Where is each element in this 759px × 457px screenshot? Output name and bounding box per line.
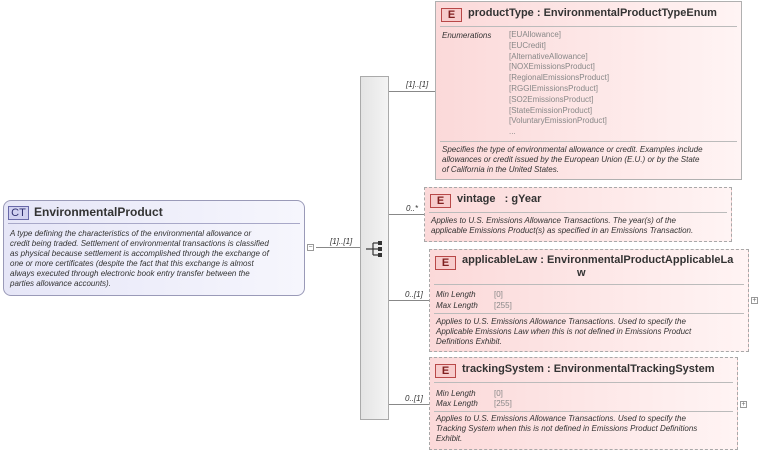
trackingsystem-cardinality: 0..[1] xyxy=(405,394,423,403)
complex-type-badge: CT xyxy=(8,206,29,220)
applicablelaw-cardinality: 0..[1] xyxy=(405,290,423,299)
max-length-label: Max Length xyxy=(436,301,478,310)
divider xyxy=(434,411,733,412)
enumerations-label: Enumerations xyxy=(442,31,492,40)
min-length-label: Min Length xyxy=(436,290,476,299)
plus-icon[interactable]: + xyxy=(740,401,747,408)
element-documentation: Applies to U.S. Emissions Allowance Tran… xyxy=(436,317,692,346)
connector-seq-to-producttype xyxy=(389,91,435,92)
divider xyxy=(8,223,300,224)
element-title: vintage : gYear xyxy=(457,193,542,205)
element-title: trackingSystem : EnvironmentalTrackingSy… xyxy=(462,363,715,375)
divider xyxy=(434,284,744,285)
connector-seq-to-applicablelaw xyxy=(389,300,429,301)
divider xyxy=(429,212,727,213)
divider xyxy=(434,382,733,383)
element-applicablelaw[interactable]: E applicableLaw : EnvironmentalProductAp… xyxy=(429,249,749,352)
element-badge: E xyxy=(430,194,451,208)
element-badge: E xyxy=(435,256,456,270)
complex-type-cardinality: [1]..[1] xyxy=(330,237,353,246)
complex-type-name: EnvironmentalProduct xyxy=(34,205,163,219)
complex-type-box[interactable]: CT EnvironmentalProduct A type defining … xyxy=(3,200,305,296)
element-trackingsystem[interactable]: E trackingSystem : EnvironmentalTracking… xyxy=(429,357,738,450)
max-length-value: [255] xyxy=(494,301,512,310)
divider xyxy=(440,141,737,142)
connector-seq-to-trackingsystem xyxy=(389,404,429,405)
element-title-line1: applicableLaw : EnvironmentalProductAppl… xyxy=(462,254,734,266)
sequence-compositor[interactable] xyxy=(360,76,389,420)
complex-type-documentation: A type defining the characteristics of t… xyxy=(10,229,269,288)
plus-icon[interactable]: + xyxy=(751,297,758,304)
min-length-value: [0] xyxy=(494,389,503,398)
min-length-value: [0] xyxy=(494,290,503,299)
enumeration-list: [EUAllowance] [EUCredit] [AlternativeAll… xyxy=(509,30,610,137)
connector-ct-to-seq xyxy=(316,247,360,248)
element-vintage[interactable]: E vintage : gYear Applies to U.S. Emissi… xyxy=(424,187,732,242)
element-producttype[interactable]: E productType : EnvironmentalProductType… xyxy=(435,1,742,180)
element-badge: E xyxy=(441,8,462,22)
divider xyxy=(434,313,744,314)
element-badge: E xyxy=(435,364,456,378)
sequence-compositor-icon xyxy=(366,241,382,257)
connector-seq-to-vintage xyxy=(389,214,424,215)
element-documentation: Specifies the type of environmental allo… xyxy=(442,145,703,174)
producttype-cardinality: [1]..[1] xyxy=(406,80,429,89)
element-documentation: Applies to U.S. Emissions Allowance Tran… xyxy=(436,414,698,443)
minus-icon[interactable]: − xyxy=(307,244,314,251)
max-length-label: Max Length xyxy=(436,399,478,408)
element-documentation: Applies to U.S. Emissions Allowance Tran… xyxy=(431,216,694,235)
element-title: productType : EnvironmentalProductTypeEn… xyxy=(468,7,717,19)
max-length-value: [255] xyxy=(494,399,512,408)
divider xyxy=(440,26,737,27)
vintage-cardinality: 0..* xyxy=(406,204,419,213)
min-length-label: Min Length xyxy=(436,389,476,398)
element-title-line2: w xyxy=(577,267,586,279)
